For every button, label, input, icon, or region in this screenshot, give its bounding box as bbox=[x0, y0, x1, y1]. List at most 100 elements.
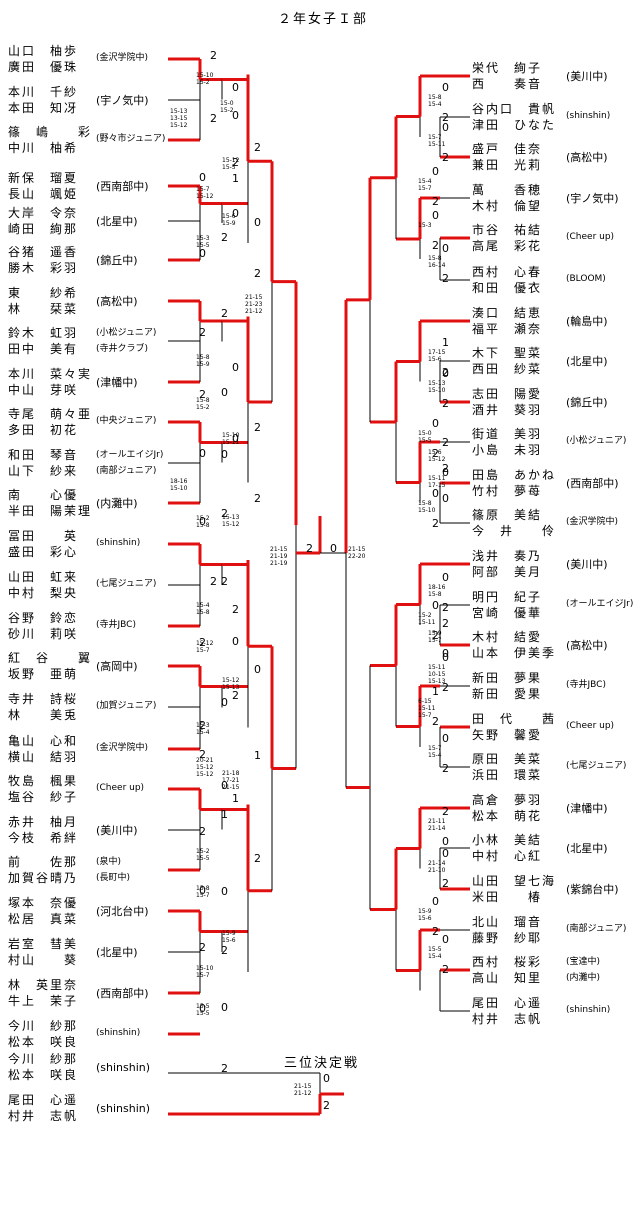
left-team-name: (中央ジュニア) bbox=[96, 416, 157, 426]
left-score-b: 2 bbox=[254, 492, 261, 505]
right-team-name: (Cheer up) bbox=[566, 721, 615, 731]
left-team-name: (錦丘中) bbox=[96, 254, 138, 267]
left-player-name: 冨田 英 bbox=[8, 529, 79, 543]
left-team-name: (宇ノ気中) bbox=[96, 94, 149, 107]
left-player-name: 本川 菜々実 bbox=[8, 367, 93, 381]
left-score-a: 0 bbox=[199, 171, 206, 184]
left-team-name: (北星中) bbox=[96, 215, 138, 228]
right-team-name: (美川中) bbox=[566, 558, 608, 571]
right-team-name: (高松中) bbox=[566, 639, 608, 652]
right-score-a: 0 bbox=[442, 367, 449, 380]
left-team-name: (寺井JBC) bbox=[96, 620, 136, 630]
third-place-score-top: 0 bbox=[323, 1072, 330, 1085]
right-player-name: 栄代 絢子 bbox=[472, 61, 543, 75]
third-place-label: 三位決定戦 bbox=[284, 1056, 360, 1071]
right-player-name: 矢野 馨愛 bbox=[472, 728, 543, 742]
left-team-name: (津幡中) bbox=[96, 376, 138, 389]
right-score-a: 2 bbox=[442, 805, 449, 818]
right-team-name: (寺井JBC) bbox=[566, 680, 606, 690]
left-score-a: 0 bbox=[232, 361, 239, 374]
left-player-name: 砂川 莉咲 bbox=[8, 627, 79, 641]
right-score-b: 2 bbox=[442, 601, 449, 614]
left-score-b: 0 bbox=[221, 386, 228, 399]
left-team-name: (北星中) bbox=[96, 946, 138, 959]
left-score-b: 0 bbox=[254, 663, 261, 676]
right-player-name: 盛戸 佳奈 bbox=[472, 142, 543, 156]
left-score-a: 2 bbox=[210, 49, 217, 62]
left-score-a: 0 bbox=[199, 247, 206, 260]
left-team-name: (泉中) bbox=[96, 857, 122, 867]
right-score-a: 0 bbox=[442, 242, 449, 255]
right-score-b: 0 bbox=[442, 647, 449, 660]
right-player-name: 北山 瑠音 bbox=[472, 915, 543, 929]
right-team-name: (内灘中) bbox=[566, 973, 601, 983]
right-player-name: 街道 美羽 bbox=[472, 427, 543, 441]
right-player-name: 明円 紀子 bbox=[472, 590, 543, 604]
right-player-name: 谷内口 貴帆 bbox=[472, 102, 557, 116]
right-player-name: 高尾 彩花 bbox=[472, 239, 543, 253]
right-player-name: 高山 知里 bbox=[472, 971, 543, 985]
left-player-name: 和田 琴音 bbox=[8, 448, 79, 462]
third-place-score-bottom: 2 bbox=[323, 1099, 330, 1112]
left-team-name: (高岡中) bbox=[96, 660, 138, 673]
left-score-a: 2 bbox=[232, 689, 239, 702]
left-player-name: 廣田 優珠 bbox=[8, 60, 79, 74]
right-score-b: 2 bbox=[442, 111, 449, 124]
left-score-a: 2 bbox=[199, 825, 206, 838]
left-score-b: 0 bbox=[254, 216, 261, 229]
left-player-name: 半田 陽茉理 bbox=[8, 504, 93, 518]
right-player-name: 酒井 葵羽 bbox=[472, 403, 543, 417]
left-team-name: (美川中) bbox=[96, 824, 138, 837]
right-player-name: 篠原 美結 bbox=[472, 508, 543, 522]
left-player-name: 中山 芽咲 bbox=[8, 383, 79, 397]
left-player-name: 林 栞菜 bbox=[8, 302, 79, 316]
right-team-name: (西南部中) bbox=[566, 477, 619, 490]
right-team-name: (shinshin) bbox=[566, 1005, 611, 1015]
left-score-a: 2 bbox=[199, 326, 206, 339]
left-score-a: 0 bbox=[232, 207, 239, 220]
left-player-name: 盛田 彩心 bbox=[8, 545, 79, 559]
right-team-name: (北星中) bbox=[566, 355, 608, 368]
right-score-a: 0 bbox=[432, 895, 439, 908]
right-team-name: (BLOOM) bbox=[566, 274, 606, 284]
left-score-b: 0 bbox=[221, 448, 228, 461]
right-score-b: 0 bbox=[442, 466, 449, 479]
right-player-name: 志田 陽愛 bbox=[472, 387, 543, 401]
left-player-name: 山下 紗来 bbox=[8, 464, 79, 478]
left-team-name: (西南部中) bbox=[96, 987, 149, 1000]
right-team-name: (北星中) bbox=[566, 842, 608, 855]
left-player-name: 本川 千紗 bbox=[8, 85, 79, 99]
right-team-name: (shinshin) bbox=[566, 111, 611, 121]
left-team-name: (shinshin) bbox=[96, 538, 141, 548]
right-score-b: 2 bbox=[442, 366, 449, 379]
left-player-name: 田中 美有 bbox=[8, 342, 79, 356]
right-score-b: 2 bbox=[432, 239, 439, 252]
left-team-name: (加賀ジュニア) bbox=[96, 701, 157, 711]
right-player-name: 田 代 茜 bbox=[472, 712, 557, 726]
left-score-b: 0 bbox=[221, 779, 228, 792]
left-score-b: 2 bbox=[254, 421, 261, 434]
left-player-name: 寺井 詩桜 bbox=[8, 692, 79, 706]
left-score-a: 0 bbox=[199, 884, 206, 897]
left-team-name: (七尾ジュニア) bbox=[96, 579, 157, 589]
third-place-player-name: 村井 志帆 bbox=[8, 1109, 79, 1123]
left-player-name: 牛上 茉子 bbox=[8, 994, 79, 1008]
right-score-detail: 15-3 bbox=[418, 222, 432, 229]
right-player-name: 米田 椿 bbox=[472, 890, 543, 904]
left-player-name: 長山 颯姫 bbox=[8, 187, 79, 201]
